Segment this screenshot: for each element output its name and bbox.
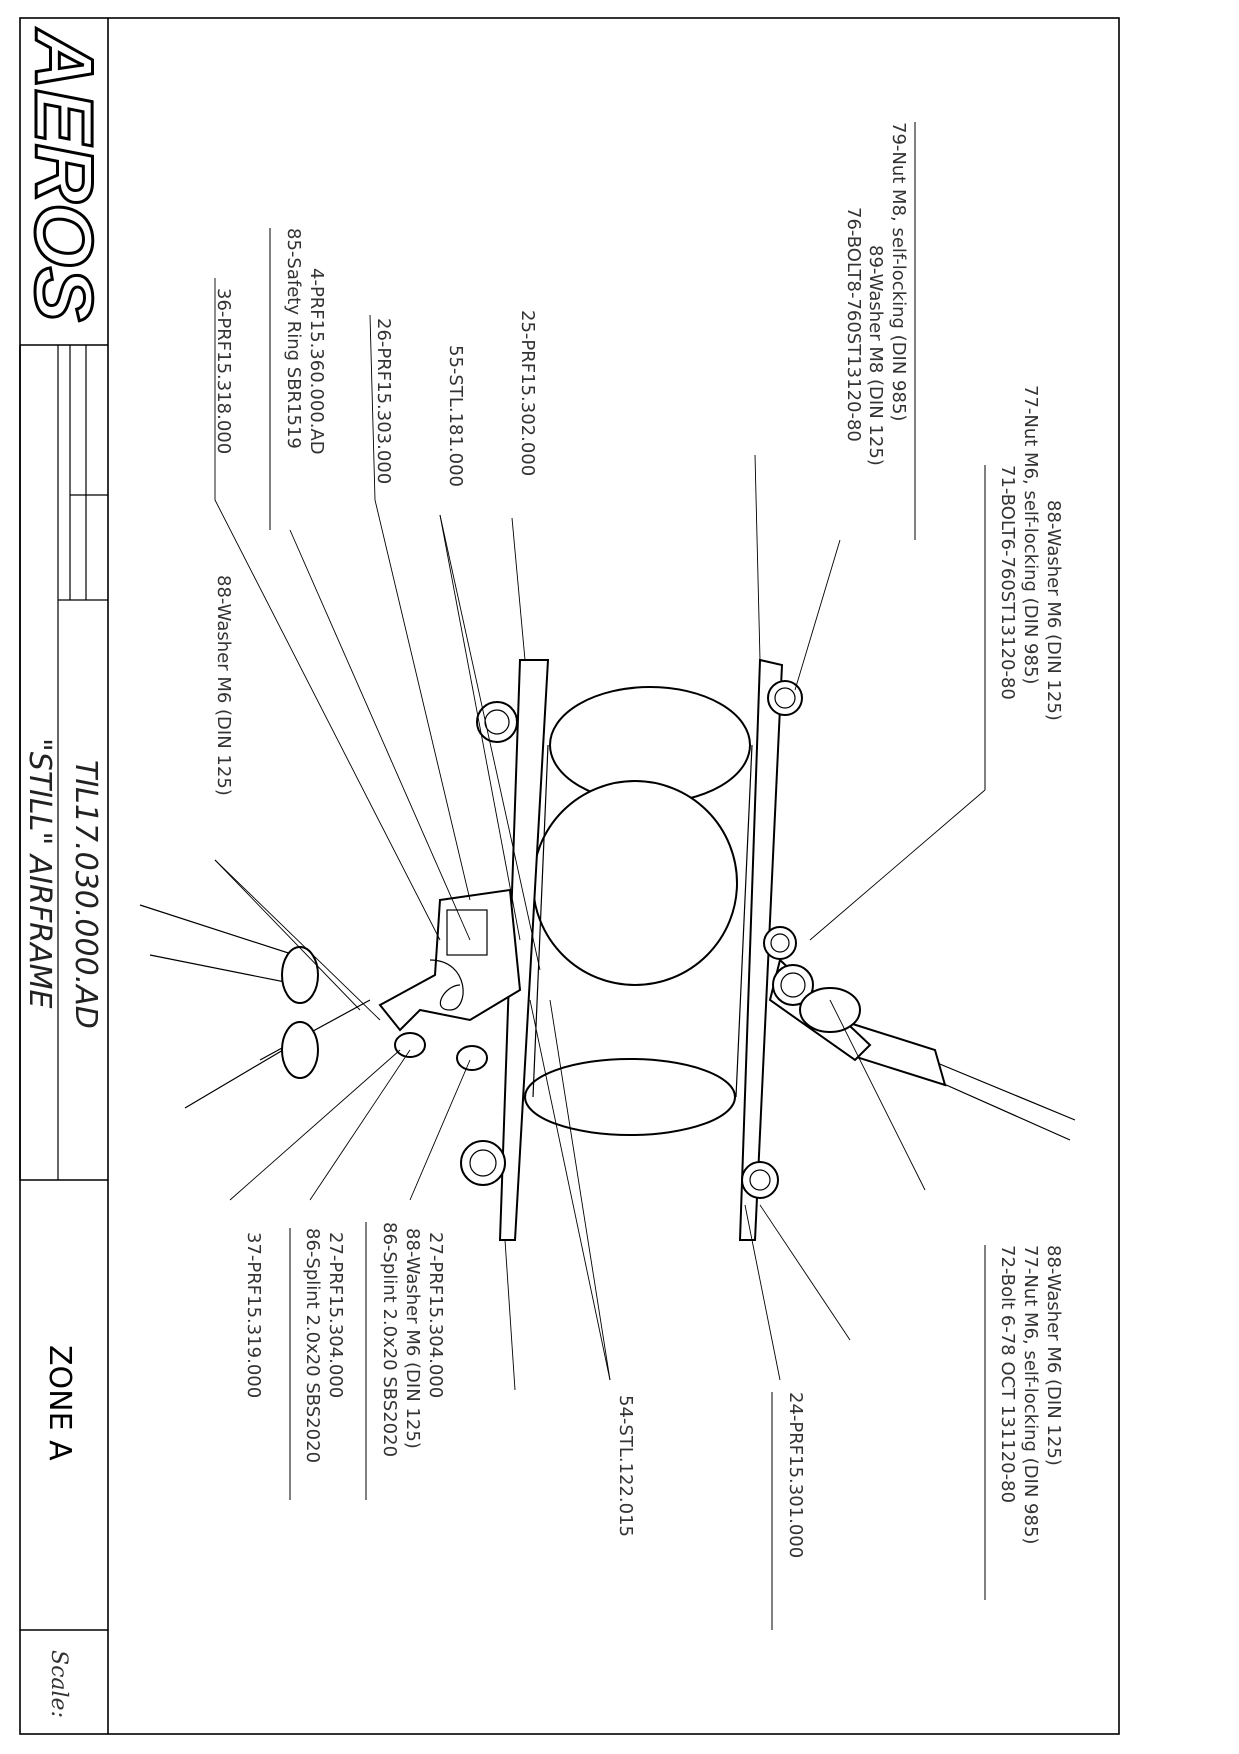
clevis-pin-right <box>456 1045 488 1071</box>
callout-77-top: 77-Nut M6, self-locking (DIN 985) <box>1020 385 1041 684</box>
clevis-pin-left <box>394 1032 426 1058</box>
bolt-heads <box>460 680 814 1199</box>
callout-76: 76-BOLT8-760ST13120-80 <box>843 207 864 442</box>
callout-88-left: 88-Washer M6 (DIN 125) <box>213 575 234 796</box>
callout-71: 71-BOLT6-760ST13120-80 <box>997 465 1018 700</box>
title-block: AEROS TIL17.030.000.AD "STILL" AIRFRAME … <box>17 18 111 1734</box>
drawing-number: TIL17.030.000.AD <box>68 760 103 1029</box>
callout-54: 54-STL.122.015 <box>615 1395 636 1537</box>
leader-lines <box>214 278 986 1391</box>
callout-36: 36-PRF15.318.000 <box>213 288 234 454</box>
callout-88-right: 88-Washer M6 (DIN 125) <box>1043 1245 1064 1466</box>
callout-37: 37-PRF15.319.000 <box>243 1232 264 1398</box>
callout-26: 26-PRF15.303.000 <box>373 318 394 484</box>
callout-89: 89-Washer M8 (DIN 125) <box>865 245 886 466</box>
tube-upper-left <box>139 904 311 961</box>
tube-end-left <box>281 946 319 1004</box>
callout-24: 24-PRF15.301.000 <box>785 1392 806 1558</box>
callout-88-top: 88-Washer M6 (DIN 125) <box>1043 500 1064 721</box>
callout-labels: 79-Nut M8, self-locking (DIN 985) 89-Was… <box>213 122 1064 1630</box>
callout-25: 25-PRF15.302.000 <box>517 310 538 476</box>
mount-bracket <box>378 888 522 1032</box>
scale-label: Scale: <box>46 1650 71 1718</box>
central-sphere <box>532 780 738 986</box>
callout-86-mid: 86-Splint 2.0x20 SBS2020 <box>379 1222 400 1457</box>
cylinder-bottom-ring <box>524 1058 736 1136</box>
side-plate-right <box>738 658 784 1241</box>
callout-55: 55-STL.181.000 <box>445 345 466 487</box>
callout-72: 72-Bolt 6-78 OCT 131120-80 <box>997 1245 1018 1503</box>
callout-27-left: 27-PRF15.304.000 <box>325 1232 346 1398</box>
brand-logo: AEROS <box>18 28 109 322</box>
tube-end-lower <box>281 1021 319 1079</box>
callout-4: 4-PRF15.360.000.AD <box>306 268 327 455</box>
cable-right <box>929 1059 1076 1121</box>
fork-end <box>799 987 861 1033</box>
callout-86-left: 86-Splint 2.0x20 SBS2020 <box>302 1228 323 1463</box>
callout-77-right: 77-Nut M6, self-locking (DIN 985) <box>1020 1245 1041 1544</box>
callout-88-mid: 88-Washer M6 (DIN 125) <box>402 1228 423 1449</box>
callout-79: 79-Nut M8, self-locking (DIN 985) <box>888 122 909 421</box>
callout-85: 85-Safety Ring SBR1519 <box>283 228 304 449</box>
tube-lower-left <box>184 1039 301 1109</box>
zone-label: ZONE A <box>42 1345 77 1461</box>
drawing-name: "STILL" AIRFRAME <box>22 738 57 1008</box>
side-plate-left <box>498 659 550 1241</box>
safety-ring <box>429 959 464 1011</box>
callout-27-mid: 27-PRF15.304.000 <box>425 1232 446 1398</box>
assembly-illustration <box>139 658 1076 1241</box>
